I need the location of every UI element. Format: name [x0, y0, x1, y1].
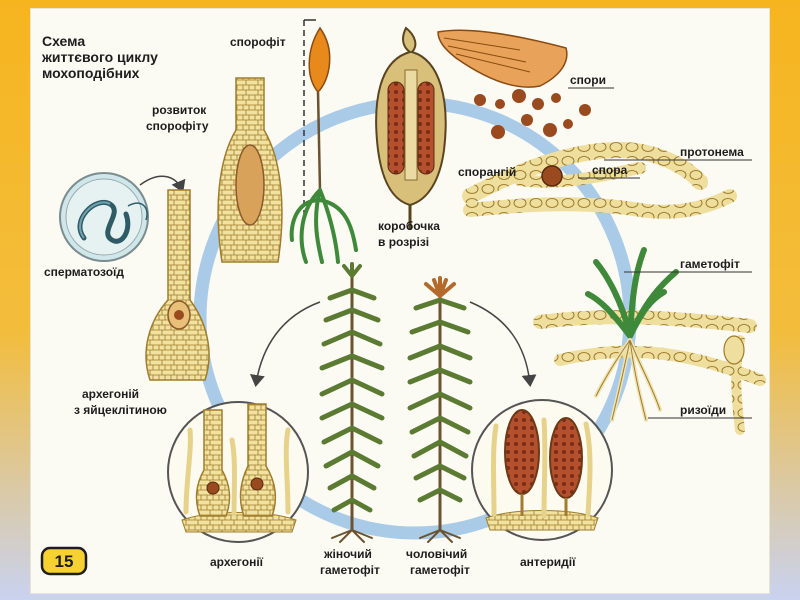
arrow-sperm-to-archegonium	[139, 175, 186, 193]
page-number-badge: 15	[40, 546, 88, 576]
label-sporophyte-development-1: розвиток	[152, 103, 207, 117]
label-sporophyte: спорофіт	[230, 35, 286, 49]
label-gametophyte: гаметофіт	[680, 257, 740, 271]
sporophyte-development-illustration	[217, 77, 283, 263]
diagram-title: Схема життєвого циклу мохоподібних	[41, 33, 158, 81]
spermatozoid-illustration	[59, 172, 149, 262]
female-gametophyte-illustration	[319, 262, 385, 543]
label-spores: спори	[570, 73, 606, 87]
arrow-male-to-antheridia	[469, 301, 537, 387]
label-protonema: протонема	[680, 145, 744, 159]
protonema-illustration	[462, 141, 737, 219]
spore-release-illustration	[437, 29, 591, 139]
label-archegonium-1: архегоній	[82, 387, 139, 401]
label-female-gametophyte-1: жіночий	[323, 547, 372, 561]
archegonium-with-egg-illustration	[145, 189, 210, 381]
title-line-1: Схема	[42, 33, 85, 49]
male-gametophyte-illustration	[407, 276, 473, 543]
antheridia-illustration	[471, 399, 613, 541]
archegonia-illustration	[167, 401, 309, 543]
label-archegonium-2: з яйцеклітиною	[74, 403, 167, 417]
title-line-3: мохоподібних	[42, 65, 140, 81]
capsule-section-illustration	[375, 26, 447, 230]
page-number: 15	[55, 552, 74, 571]
label-male-gametophyte-2: гаметофіт	[410, 563, 470, 577]
young-gametophyte-illustration	[533, 247, 766, 435]
label-antheridia: антеридії	[520, 555, 576, 569]
germinating-spore	[541, 165, 563, 187]
label-female-gametophyte-2: гаметофіт	[320, 563, 380, 577]
label-male-gametophyte-1: чоловічий	[406, 547, 467, 561]
label-capsule-2: в розрізі	[378, 235, 429, 249]
label-rhizoids: ризоїди	[680, 403, 726, 417]
label-archegonia: архегонії	[210, 555, 264, 569]
label-capsule-1: коробочка	[378, 219, 440, 233]
title-line-2: життєвого циклу	[41, 49, 158, 65]
label-spore: спора	[592, 163, 628, 177]
label-sporophyte-development-2: спорофіту	[146, 119, 209, 133]
label-spermatozoid: сперматозоїд	[44, 265, 124, 279]
arrow-female-to-archegonia	[249, 301, 321, 387]
label-sporangium: спорангій	[458, 165, 516, 179]
sporophyte-plant-illustration	[289, 19, 358, 264]
